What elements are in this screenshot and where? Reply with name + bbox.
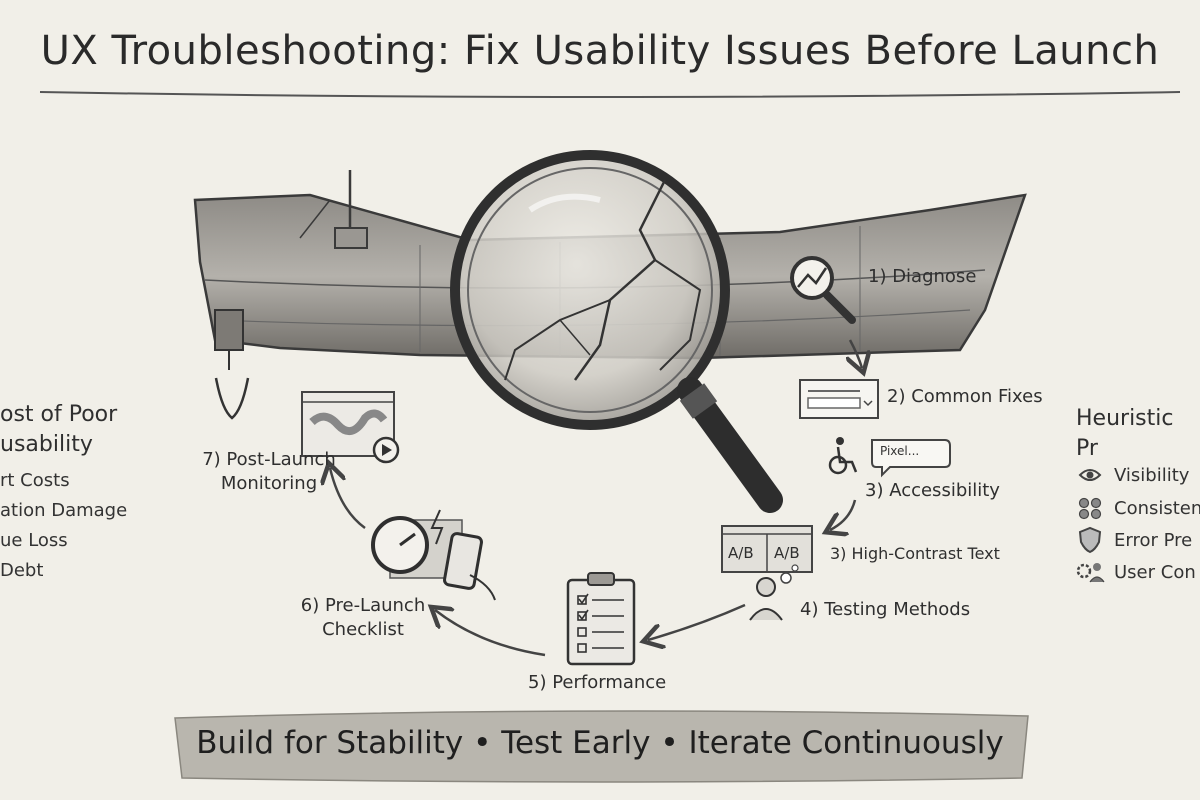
cost-item: Debt xyxy=(0,560,44,581)
heuristic-item: Visibility xyxy=(1114,465,1190,486)
shield-icon xyxy=(1078,526,1102,554)
step-diagnose-label: 1) Diagnose xyxy=(868,266,977,287)
ab-test-window-icon xyxy=(721,525,813,573)
heuristic-item: Consisten xyxy=(1114,498,1200,519)
monitoring-window-icon xyxy=(301,391,400,464)
step-performance-label: 5) Performance xyxy=(528,672,667,693)
anchor-icon xyxy=(214,377,250,420)
cycle-arrows xyxy=(330,339,862,657)
cost-panel-title: ost of Poor usability xyxy=(0,402,118,457)
clipboard-checklist-icon xyxy=(566,572,636,666)
cost-item: ation Damage xyxy=(0,500,128,521)
user-gear-icon xyxy=(1076,563,1105,583)
banner-brush xyxy=(174,710,1029,783)
speech-bubble-text: Pixel... xyxy=(880,444,920,458)
step-high-contrast-label: 3) High-Contrast Text xyxy=(830,544,1000,563)
ab-label-a: A/B xyxy=(728,544,754,562)
title-underline xyxy=(39,91,1181,98)
cost-item: rt Costs xyxy=(0,470,70,491)
thinking-person-icon xyxy=(749,564,799,621)
wheelchair-icon xyxy=(828,437,858,475)
step-accessibility-label: 3) Accessibility xyxy=(865,480,1000,501)
form-window-icon xyxy=(799,379,879,419)
eye-icon xyxy=(1078,469,1102,481)
step-checklist-label: 6) Pre-Launch Checklist xyxy=(300,595,426,640)
heuristic-item: User Con xyxy=(1114,562,1196,583)
cost-item: ue Loss xyxy=(0,530,68,551)
heuristic-item: Error Pre xyxy=(1114,530,1193,551)
magnifying-glass-icon xyxy=(450,150,783,513)
step-common-fixes-label: 2) Common Fixes xyxy=(887,386,1043,407)
step-monitoring-label: 7) Post-Launch Monitoring xyxy=(202,449,336,494)
heuristics-panel-title: Heuristic Pr xyxy=(1076,406,1174,461)
page-title: UX Troubleshooting: Fix Usability Issues… xyxy=(40,28,1160,74)
smartphone-icon xyxy=(443,532,496,601)
footer-banner: Build for Stability • Test Early • Itera… xyxy=(196,725,1004,761)
dots-icon xyxy=(1078,497,1102,520)
speech-bubble-icon xyxy=(871,439,951,478)
diagnose-magnifier-icon xyxy=(790,256,856,324)
step-testing-label: 4) Testing Methods xyxy=(800,599,971,620)
ab-label-b: A/B xyxy=(774,544,800,562)
